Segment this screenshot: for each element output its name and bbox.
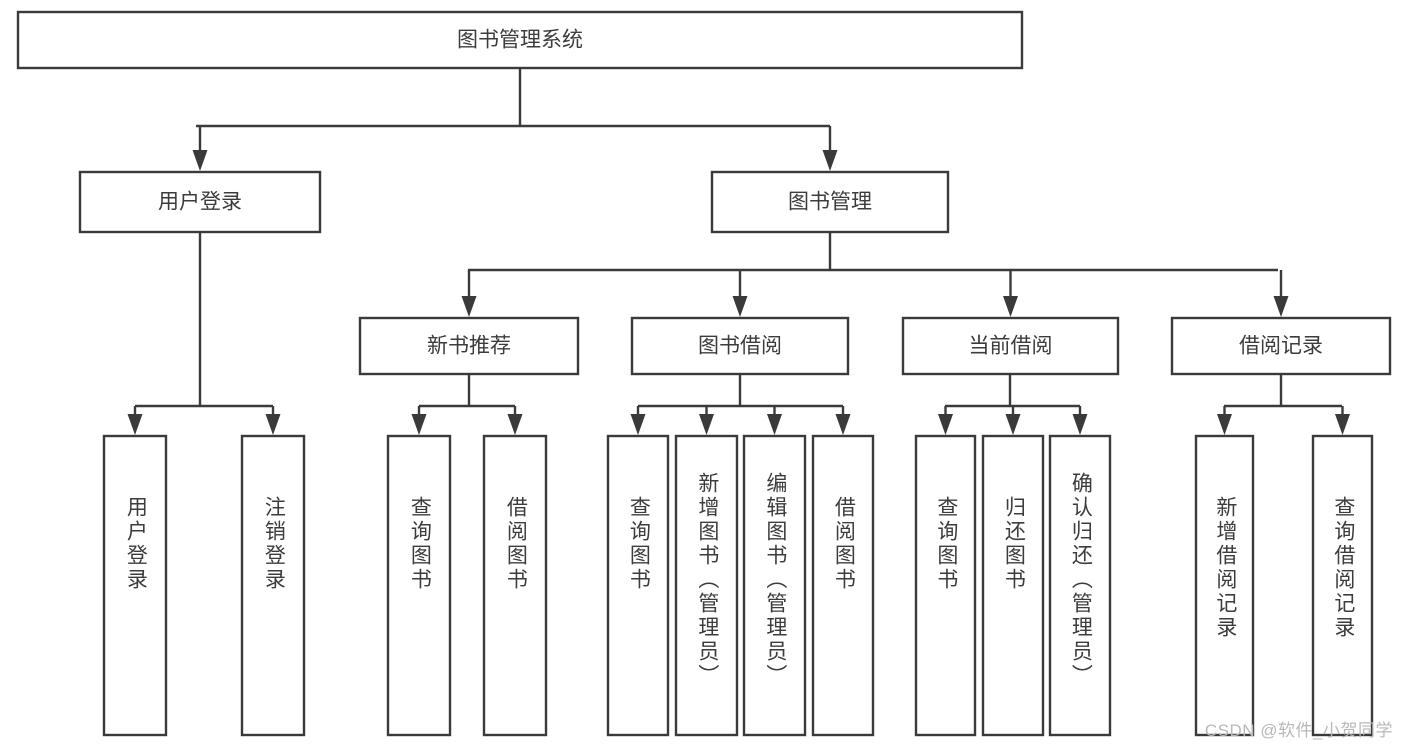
node-box-leaf-user-login[interactable]	[102, 434, 168, 737]
node-box-leaf-borrow-book[interactable]	[811, 434, 875, 737]
node-label-root: 图书管理系统	[457, 29, 583, 52]
node-box-current-borrow[interactable]	[901, 316, 1120, 376]
node-box-root[interactable]	[16, 10, 1024, 70]
node-label-user-login: 用户登录	[158, 191, 242, 214]
boxes-layer	[16, 10, 1392, 737]
node-label-borrow-record: 借阅记录	[1239, 335, 1323, 358]
node-box-leaf-query-record[interactable]	[1311, 434, 1374, 737]
connectors-layer	[127, 68, 1350, 435]
arrow-head-new-book-recommend	[461, 296, 477, 317]
arrow-head-leaf-query-book-rec	[411, 414, 427, 435]
node-box-leaf-query-book-cur[interactable]	[914, 434, 977, 737]
node-box-leaf-return-book[interactable]	[981, 434, 1045, 737]
arrow-head-leaf-query-record	[1335, 414, 1350, 435]
arrow-head-book-manage	[822, 150, 838, 171]
node-box-book-borrow[interactable]	[630, 316, 850, 376]
arrow-head-book-borrow	[732, 296, 748, 317]
arrow-head-leaf-edit-book	[767, 414, 782, 435]
node-label-new-book-recommend: 新书推荐	[427, 335, 511, 358]
node-box-leaf-add-record[interactable]	[1194, 434, 1255, 737]
arrow-head-borrow-record	[1273, 296, 1289, 317]
node-box-leaf-add-book[interactable]	[674, 434, 739, 737]
arrow-head-leaf-borrow-book-rec	[507, 414, 523, 435]
node-label-current-borrow: 当前借阅	[969, 335, 1053, 358]
node-box-leaf-logout[interactable]	[240, 434, 306, 737]
node-label-book-manage: 图书管理	[788, 191, 872, 214]
arrow-head-current-borrow	[1003, 296, 1018, 317]
node-box-leaf-borrow-book-rec[interactable]	[482, 434, 548, 737]
arrow-head-leaf-return-book	[1005, 414, 1021, 435]
arrow-head-leaf-logout	[265, 414, 281, 435]
node-box-leaf-edit-book[interactable]	[742, 434, 807, 737]
node-box-leaf-confirm-return[interactable]	[1048, 434, 1112, 737]
node-label-book-borrow: 图书借阅	[698, 335, 782, 358]
node-box-leaf-query-book-borrow[interactable]	[606, 434, 670, 737]
node-box-book-manage[interactable]	[710, 170, 950, 234]
node-box-leaf-query-book-rec[interactable]	[386, 434, 452, 737]
arrow-head-leaf-add-book	[699, 414, 714, 435]
csdn-watermark: CSDN @软件_小贺同学	[1204, 721, 1393, 740]
node-box-borrow-record[interactable]	[1170, 316, 1392, 376]
arrow-head-leaf-confirm-return	[1072, 414, 1088, 435]
arrow-head-leaf-add-record	[1217, 414, 1232, 435]
node-box-user-login[interactable]	[78, 170, 322, 234]
arrow-head-leaf-user-login	[127, 414, 143, 435]
arrow-head-leaf-query-book-borrow	[630, 414, 646, 435]
arrow-head-leaf-borrow-book	[835, 414, 851, 435]
arrow-head-leaf-query-book-cur	[938, 414, 953, 435]
arrow-head-user-login	[192, 150, 208, 171]
node-box-new-book-recommend[interactable]	[358, 316, 580, 376]
